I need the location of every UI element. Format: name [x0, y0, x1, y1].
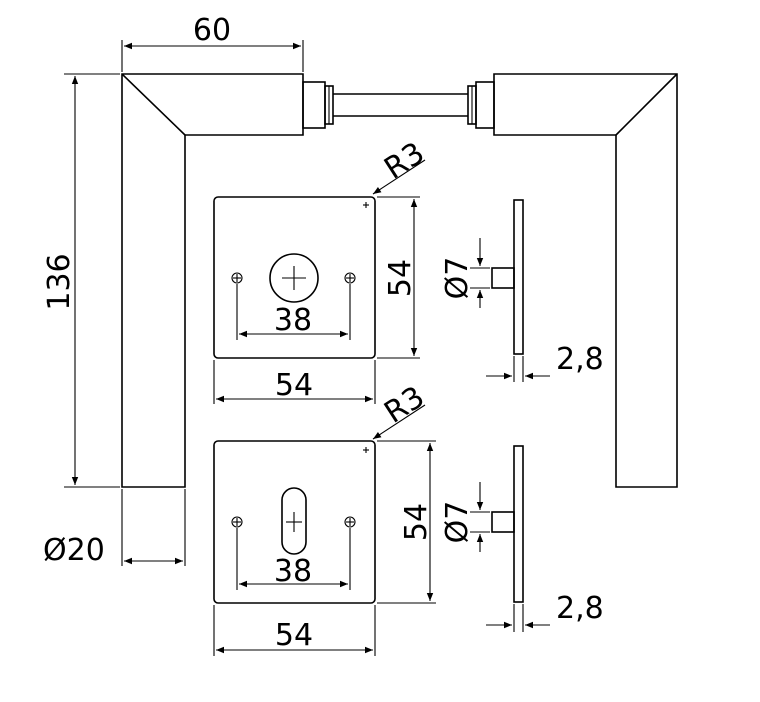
label-rose-bottom-width: 54: [275, 618, 313, 653]
rose-top-side-view: [491, 199, 524, 355]
spindle-connector: [302, 81, 495, 129]
rose-bottom: [213, 440, 376, 604]
dimension-rose-bottom-width: 54: [213, 605, 376, 656]
dimension-rose-top-thickness: 2,8: [486, 342, 604, 382]
dimension-rose-bottom-side-diameter: Ø7: [440, 482, 490, 552]
label-rose-bottom-thickness: 2,8: [556, 591, 604, 626]
rose-top-center-mark: [363, 202, 369, 208]
rose-bottom-screw-hole-right: [344, 516, 356, 528]
dimension-rose-bottom-radius: R3: [372, 380, 431, 440]
rose-top: [213, 196, 376, 359]
dimension-rose-top-height: 54: [377, 196, 420, 359]
dimension-rose-top-hole-spacing: 38: [236, 284, 351, 340]
dimension-handle-diameter: Ø20: [43, 489, 186, 568]
label-rose-bottom-hole-spacing: 38: [274, 554, 312, 589]
label-handle-diameter: Ø20: [43, 533, 105, 568]
label-rose-bottom-radius: R3: [378, 380, 431, 431]
label-rose-top-thickness: 2,8: [556, 342, 604, 377]
left-lever-handle: [121, 73, 304, 488]
dimension-rose-bottom-hole-spacing: 38: [236, 528, 351, 590]
label-rose-bottom-height: 54: [399, 503, 434, 541]
rose-bottom-cylinder-hole: [281, 487, 307, 555]
dimension-rose-top-radius: R3: [372, 136, 431, 195]
dimension-rose-bottom-thickness: 2,8: [486, 591, 604, 632]
label-rose-top-side-diameter: Ø7: [440, 257, 475, 300]
rose-bottom-center-mark: [363, 447, 369, 453]
label-rose-top-width: 54: [275, 368, 313, 403]
rose-top-spindle-hole: [269, 253, 319, 303]
rose-bottom-side-view: [491, 445, 524, 603]
rose-top-screw-hole-left: [231, 272, 243, 284]
dimension-rose-top-width: 54: [213, 360, 376, 404]
dimension-rose-top-side-diameter: Ø7: [440, 238, 490, 308]
rose-bottom-screw-hole-left: [231, 516, 243, 528]
label-rose-top-height: 54: [383, 259, 418, 297]
dimension-handle-width: 60: [121, 13, 304, 72]
label-rose-top-radius: R3: [378, 136, 431, 187]
label-rose-top-hole-spacing: 38: [274, 303, 312, 338]
label-rose-bottom-side-diameter: Ø7: [440, 501, 475, 544]
label-handle-width: 60: [193, 13, 231, 48]
label-handle-height: 136: [42, 253, 77, 310]
rose-top-screw-hole-right: [344, 272, 356, 284]
right-lever-handle: [493, 73, 678, 488]
dimension-rose-bottom-height: 54: [377, 440, 436, 604]
dimension-handle-height: 136: [42, 73, 120, 488]
